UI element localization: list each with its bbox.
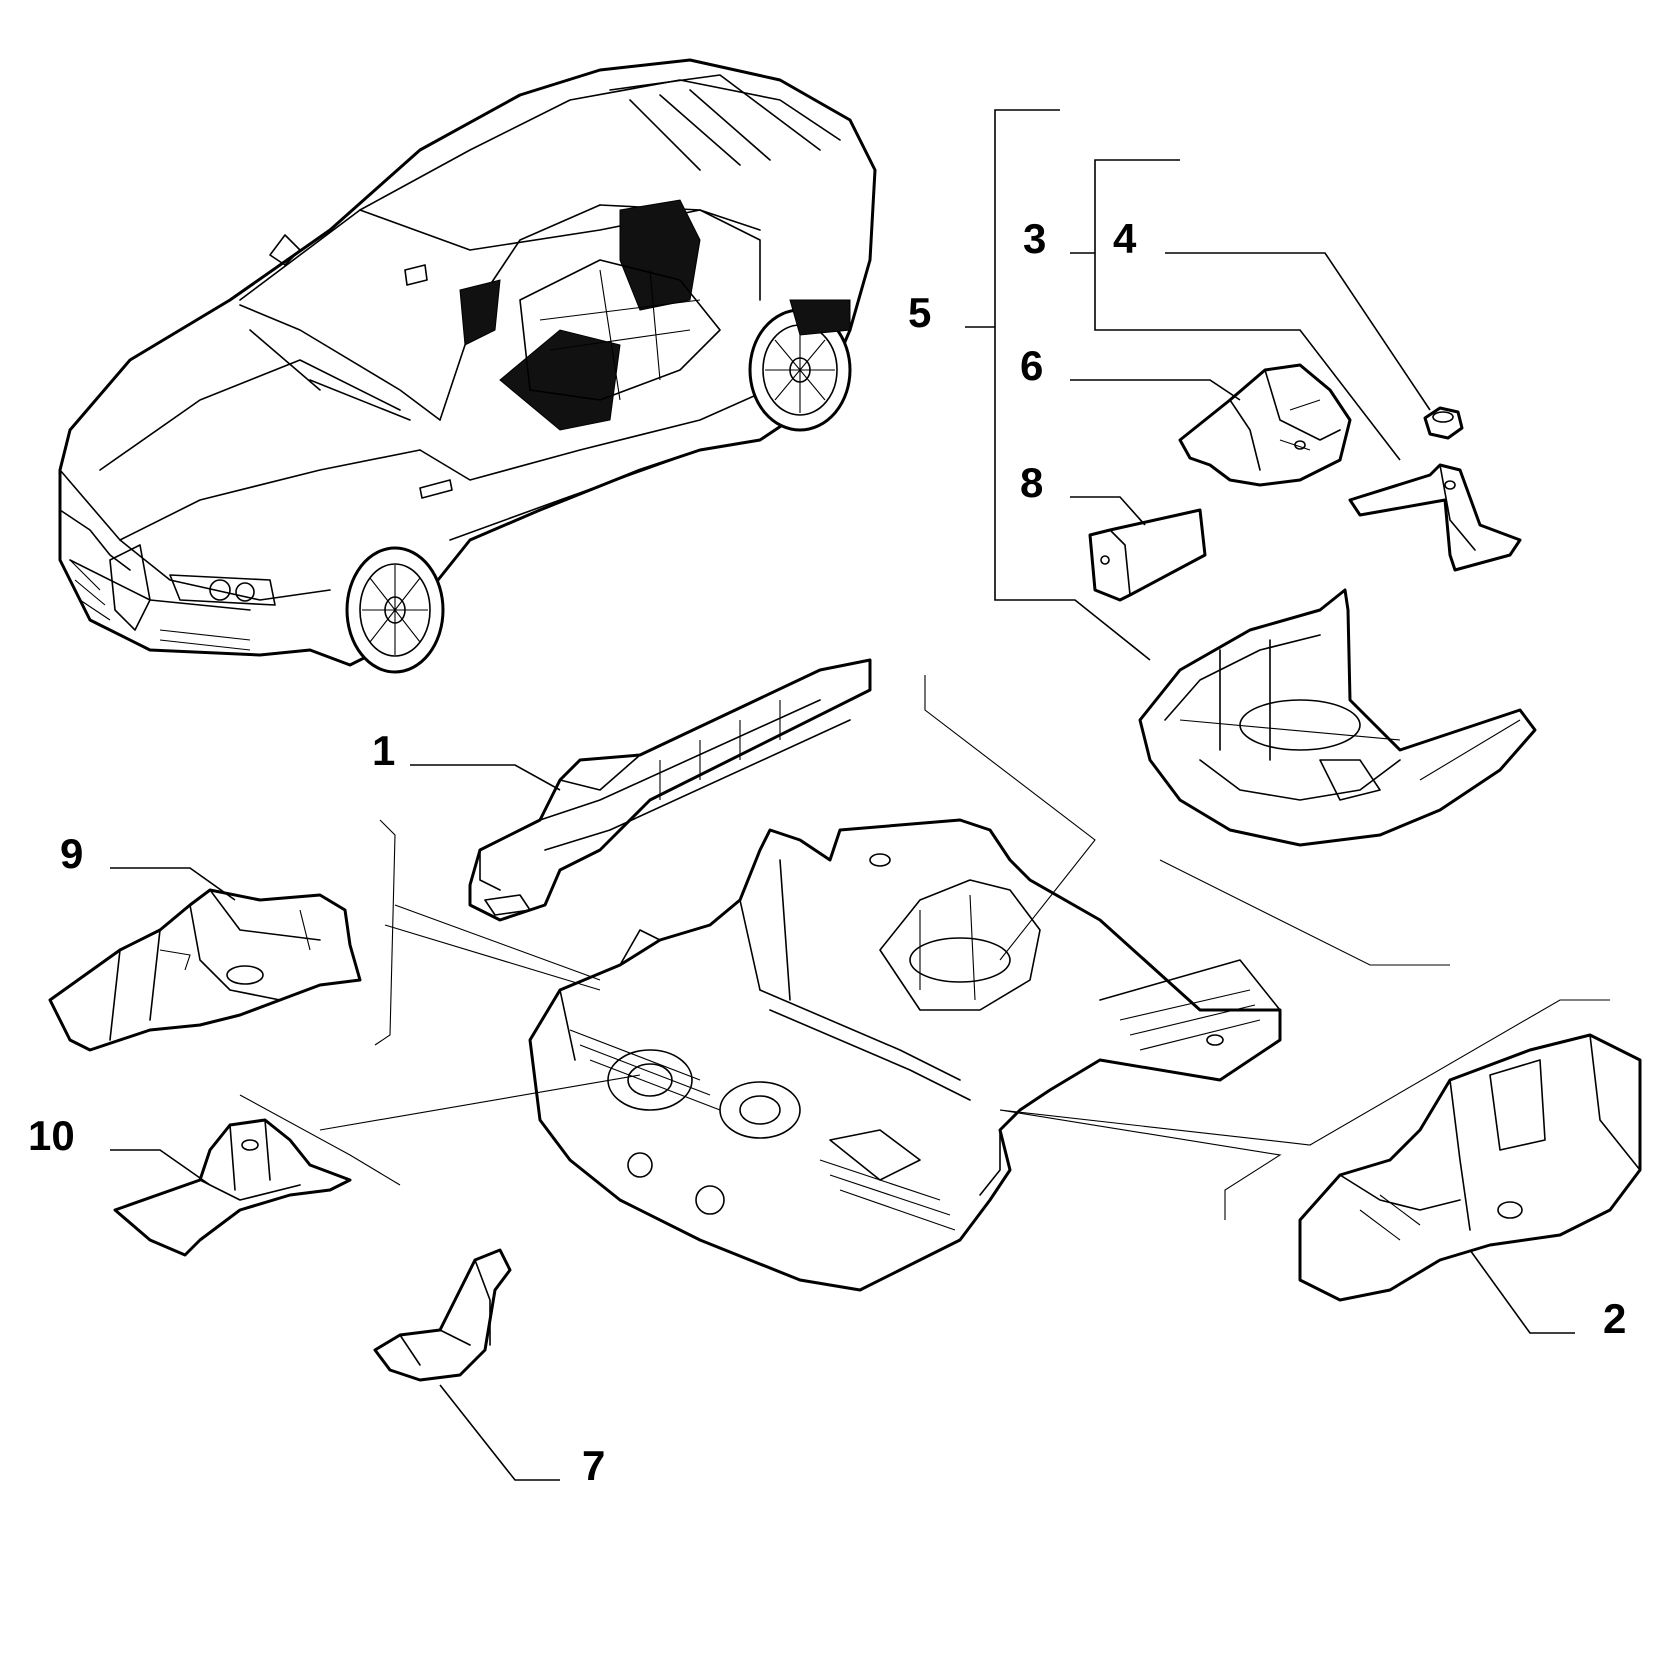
car-illustration — [58, 58, 877, 674]
part-8-angle-plate — [1088, 508, 1207, 602]
part-10-tunnel-shield — [113, 1118, 352, 1257]
callout-3: 3 — [1023, 215, 1046, 262]
callout-7: 7 — [582, 1442, 605, 1489]
callout-labels: 1 2 3 4 5 6 7 8 9 10 — [28, 215, 1626, 1489]
part-6-heat-shield — [1178, 363, 1352, 487]
part-3-bracket — [1348, 463, 1522, 572]
callout-10: 10 — [28, 1112, 75, 1159]
callout-8: 8 — [1020, 459, 1043, 506]
part-1-floor-rail — [468, 658, 872, 922]
callout-5: 5 — [908, 289, 931, 336]
part-5-spare-wheel-well — [1138, 588, 1537, 847]
leader-lines — [110, 109, 1610, 1481]
part-9-front-shield — [48, 888, 362, 1052]
part-2-rear-side-panel — [1298, 1033, 1642, 1302]
callout-9: 9 — [60, 830, 83, 877]
main-floor-pan — [528, 818, 1282, 1292]
callout-2: 2 — [1603, 1295, 1626, 1342]
part-4-nut — [1423, 406, 1464, 440]
callout-1: 1 — [372, 727, 395, 774]
callout-6: 6 — [1020, 342, 1043, 389]
part-7-pedal-shield — [373, 1248, 512, 1382]
callout-4: 4 — [1113, 215, 1137, 262]
